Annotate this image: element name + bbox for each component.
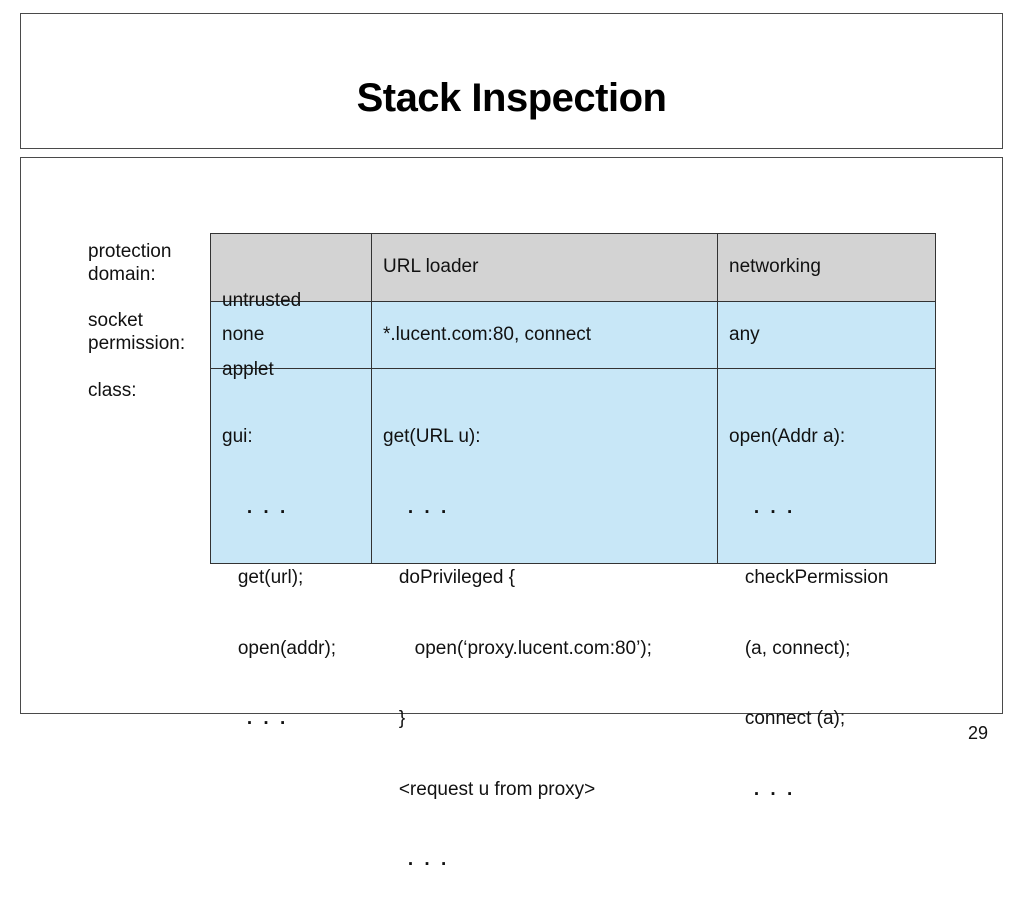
code-line: connect (a); bbox=[729, 708, 846, 729]
code-line: . . . bbox=[222, 496, 289, 518]
column-divider bbox=[717, 234, 718, 563]
class-cell-networking: open(Addr a): . . . checkPermission (a, … bbox=[729, 378, 888, 848]
code-line: . . . bbox=[729, 496, 796, 518]
domain-cell-untrusted-applet: untrusted applet bbox=[222, 243, 301, 427]
row-label-line: socket bbox=[88, 310, 143, 331]
domain-line: untrusted bbox=[222, 290, 302, 311]
title-frame: Stack Inspection bbox=[20, 13, 1003, 149]
page-number: 29 bbox=[967, 723, 988, 743]
code-line: . . . bbox=[729, 778, 796, 800]
permission-cell-networking: any bbox=[729, 324, 760, 345]
code-line: get(URL u): bbox=[383, 426, 481, 447]
code-line: doPrivileged { bbox=[383, 567, 516, 588]
slide-title: Stack Inspection bbox=[356, 76, 667, 120]
row-label-socket-permission: socket permission: bbox=[88, 309, 185, 355]
permission-cell-untrusted-applet: none bbox=[222, 324, 265, 345]
permission-cell-url-loader: *.lucent.com:80, connect bbox=[383, 324, 592, 345]
code-line: <request u from proxy> bbox=[383, 778, 596, 800]
column-divider bbox=[371, 234, 372, 563]
code-line: . . . bbox=[222, 708, 289, 729]
class-cell-url-loader: get(URL u): . . . doPrivileged { open(‘p… bbox=[383, 378, 652, 919]
row-label-line: protection bbox=[88, 241, 172, 262]
code-line: . . . bbox=[383, 496, 450, 518]
socket-permission-row bbox=[211, 301, 935, 369]
protection-domain-row bbox=[211, 234, 935, 302]
content-frame bbox=[20, 157, 1003, 714]
domain-cell-networking: networking bbox=[729, 256, 821, 277]
code-line: } bbox=[383, 708, 406, 729]
class-cell-untrusted-applet: gui: . . . get(url); open(addr); . . . bbox=[222, 378, 336, 778]
code-line: gui: bbox=[222, 426, 253, 447]
code-line: open(‘proxy.lucent.com:80’); bbox=[383, 637, 652, 659]
code-line: (a, connect); bbox=[729, 637, 851, 659]
code-line: get(url); bbox=[222, 567, 304, 588]
stack-inspection-table: untrusted applet none gui: . . . get(url… bbox=[210, 233, 936, 870]
domain-line: applet bbox=[222, 359, 274, 380]
code-line: . . . bbox=[383, 849, 450, 870]
domain-cell-url-loader: URL loader bbox=[383, 256, 479, 277]
code-line: open(addr); bbox=[222, 637, 337, 659]
code-line: checkPermission bbox=[729, 567, 889, 588]
row-label-line: domain: bbox=[88, 264, 156, 285]
row-label-line: permission: bbox=[88, 333, 186, 354]
code-line: open(Addr a): bbox=[729, 426, 846, 447]
row-label-protection-domain: protection domain: bbox=[88, 240, 171, 286]
row-label-class: class: bbox=[88, 380, 137, 401]
